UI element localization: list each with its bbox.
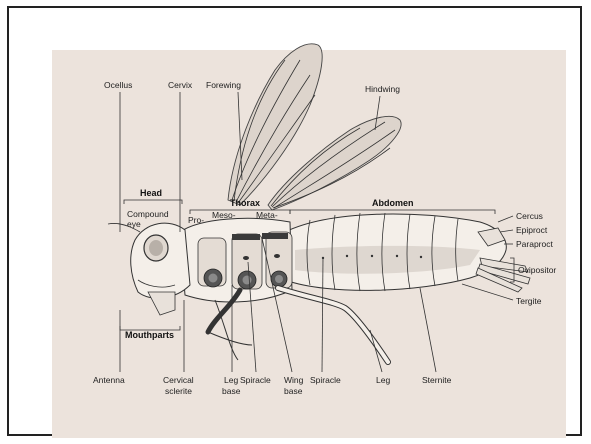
- label-wing-base-1: Wing: [284, 375, 304, 385]
- label-wing-base-2: base: [284, 386, 303, 396]
- label-antenna: Antenna: [93, 375, 125, 385]
- label-epiproct: Epiproct: [516, 225, 548, 235]
- label-spiracle-2: Spiracle: [310, 375, 341, 385]
- label-head: Head: [140, 188, 162, 198]
- label-sternite: Sternite: [422, 375, 452, 385]
- label-meso: Meso-: [212, 210, 236, 220]
- abdomen-tip: [476, 228, 530, 292]
- label-hindwing: Hindwing: [365, 84, 400, 94]
- legs: [208, 288, 388, 362]
- abdomen-bracket: [290, 210, 495, 214]
- label-cervix: Cervix: [168, 80, 193, 90]
- head-bracket: [124, 200, 182, 204]
- label-cervical-2: sclerite: [165, 386, 192, 396]
- label-leg: Leg: [376, 375, 390, 385]
- label-ovipositor: Ovipositor: [518, 265, 556, 275]
- label-spiracle-1: Spiracle: [240, 375, 271, 385]
- label-mouthparts: Mouthparts: [125, 330, 174, 340]
- label-thorax: Thorax: [230, 198, 260, 208]
- label-forewing: Forewing: [206, 80, 241, 90]
- label-compound-eye-1: Compound: [127, 209, 169, 219]
- label-abdomen: Abdomen: [372, 198, 414, 208]
- label-paraproct: Paraproct: [516, 239, 553, 249]
- thorax-body: [180, 218, 292, 302]
- head: [108, 223, 190, 315]
- label-meta: Meta-: [256, 210, 278, 220]
- label-leg-base-1: Leg: [224, 375, 238, 385]
- label-cercus: Cercus: [516, 211, 543, 221]
- abdomen-body: [285, 213, 506, 291]
- label-tergite: Tergite: [516, 296, 542, 306]
- label-compound-eye-2: eye: [127, 219, 141, 229]
- label-ocellus: Ocellus: [104, 80, 132, 90]
- label-leg-base-2: base: [222, 386, 241, 396]
- label-cervical-1: Cervical: [163, 375, 194, 385]
- label-pro: Pro-: [188, 215, 204, 225]
